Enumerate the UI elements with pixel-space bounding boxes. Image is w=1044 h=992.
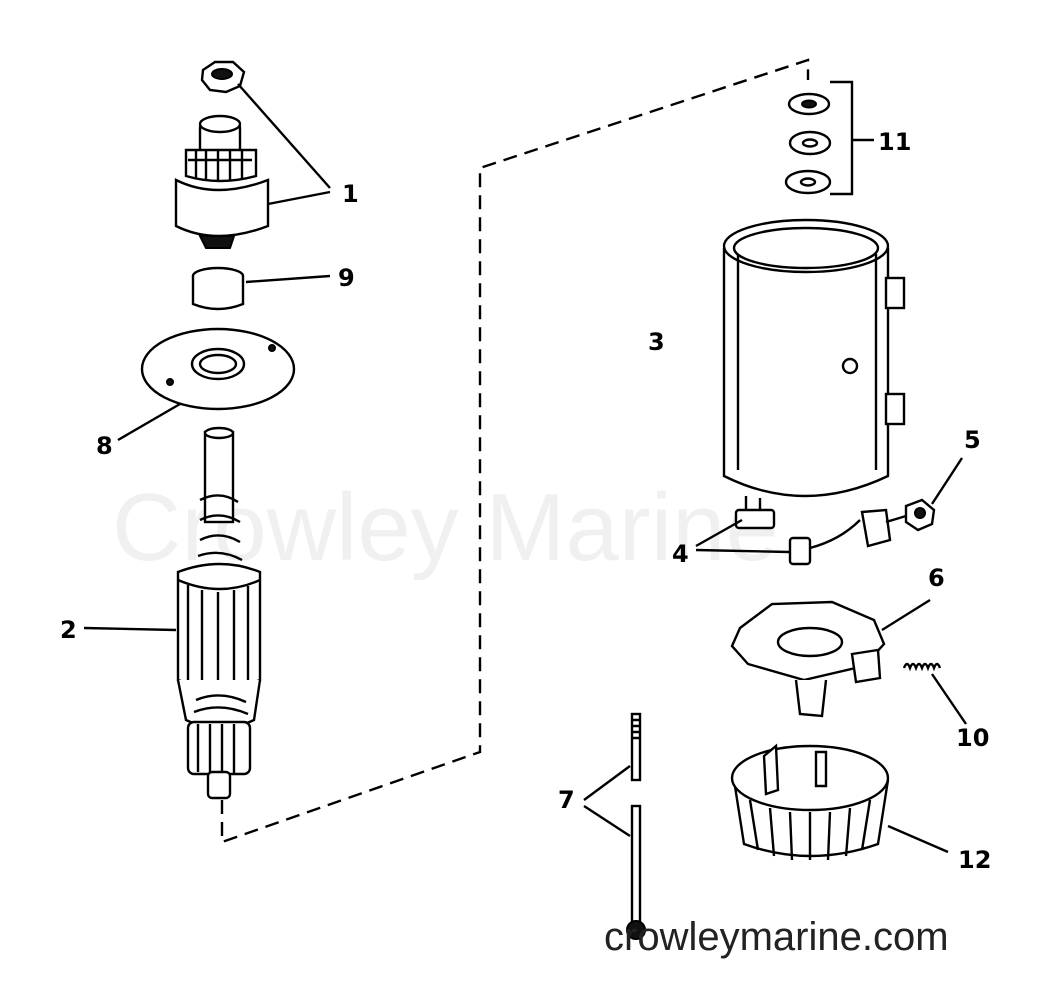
brush-lead-and-terminal bbox=[788, 498, 936, 566]
armature bbox=[176, 426, 262, 800]
end-plate bbox=[140, 327, 296, 411]
callout-label-12: 12 bbox=[958, 846, 991, 874]
brush-holder-plate bbox=[730, 600, 886, 718]
assembly-dashed-line bbox=[220, 58, 810, 844]
callout-label-5: 5 bbox=[964, 426, 981, 454]
website-url: crowleymarine.com bbox=[604, 915, 949, 959]
callout-label-11: 11 bbox=[878, 128, 911, 156]
callout-label-1: 1 bbox=[342, 180, 359, 208]
commutator-end-cap bbox=[730, 743, 890, 861]
through-bolts bbox=[626, 712, 646, 940]
drive-nut bbox=[200, 60, 246, 94]
callout-label-2: 2 bbox=[60, 616, 77, 644]
callout-label-7: 7 bbox=[558, 786, 575, 814]
spacer-bushing bbox=[191, 266, 245, 311]
callout-label-6: 6 bbox=[928, 564, 945, 592]
thrust-washers bbox=[784, 92, 832, 195]
callout-label-4: 4 bbox=[672, 540, 689, 568]
drive-pinion-assembly bbox=[174, 114, 270, 249]
callout-label-8: 8 bbox=[96, 432, 113, 460]
callout-label-3: 3 bbox=[648, 328, 665, 356]
brush-spring bbox=[902, 662, 942, 672]
field-frame-housing bbox=[722, 218, 906, 530]
callout-label-10: 10 bbox=[956, 724, 989, 752]
callout-label-9: 9 bbox=[338, 264, 355, 292]
